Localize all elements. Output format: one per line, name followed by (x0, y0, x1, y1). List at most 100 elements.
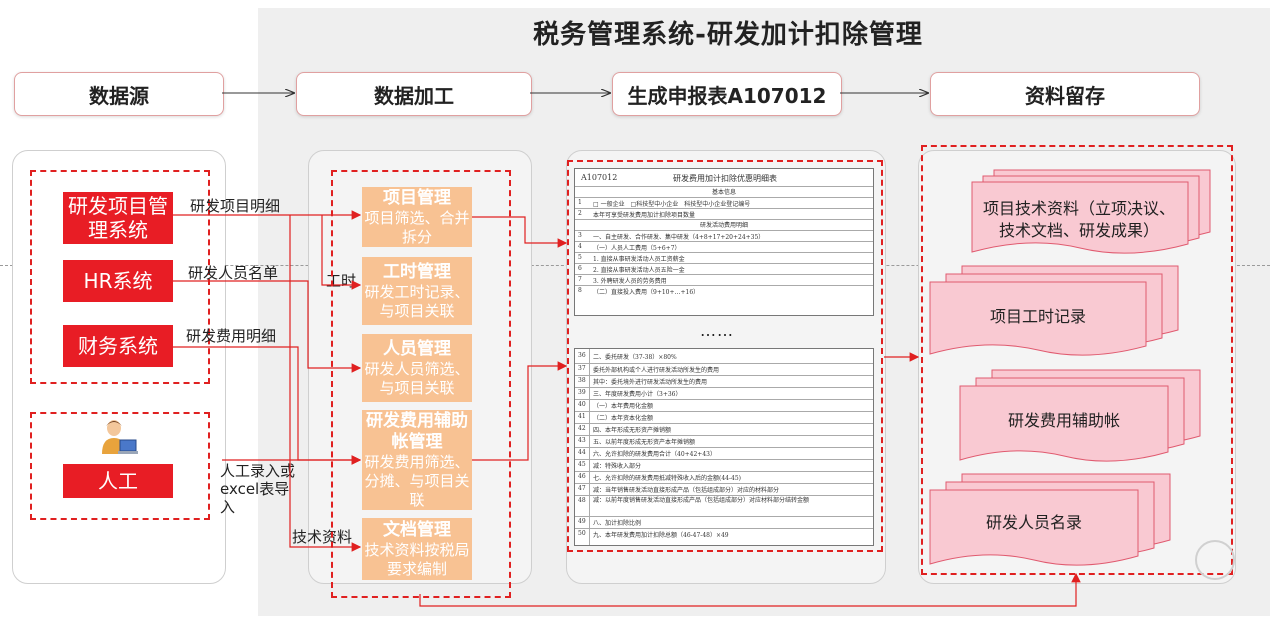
label-manual-import: 人工录入或excel表导入 (220, 462, 296, 516)
form-row: 6 2. 直接从事研发活动人员五险一金 (575, 263, 873, 275)
form-row: 38 其中：委托境外进行研发活动所发生的费用 (575, 375, 873, 387)
form-ellipsis: …… (700, 321, 734, 340)
row-text: （一）本年费用化金额 (593, 403, 654, 410)
form-top: A107012 研发费用加计扣除优惠明细表 基本信息 1□ 一般企业 □科技型中… (574, 168, 874, 316)
row-num: 5 (578, 254, 582, 261)
row-num: 4 (578, 243, 582, 250)
module-docs-title: 文档管理 (383, 519, 451, 540)
archive-doc-fees: 研发费用辅助帐 (1007, 411, 1120, 430)
row-text: 减：特殊收入部分 (593, 463, 642, 470)
row-num: 7 (578, 276, 582, 283)
row-text: 2. 直接从事研发活动人员五险一金 (593, 267, 685, 274)
watermark-logo (1170, 540, 1260, 582)
form-section-basic-label: 基本信息 (711, 189, 736, 196)
module-project-title: 项目管理 (383, 187, 451, 208)
module-fees: 研发费用辅助帐管理 研发费用筛选、分摊、与项目关联 (362, 410, 472, 510)
form-row: 3 一、自主研发、合作研发、集中研发（4+8+17+20+24+35） (575, 230, 873, 242)
label-tech-docs: 技术资料 (292, 528, 353, 546)
row-num: 44 (578, 449, 586, 456)
row-text: 委托外部机构或个人进行研发活动所发生的费用 (593, 367, 720, 374)
stage-process: 数据加工 (296, 72, 532, 116)
row-num: 8 (578, 287, 582, 294)
finance-system: 财务系统 (63, 325, 173, 367)
row-num: 50 (578, 530, 586, 537)
row-text: （二）直接投入费用（9+10+…+16） (593, 289, 700, 296)
row-num: 45 (578, 461, 586, 468)
form-row: 44 六、允许扣除的研发费用合计（40+42+43） (575, 447, 873, 459)
label-hr-detail: 研发人员名单 (188, 264, 279, 282)
row-num: 39 (578, 389, 586, 396)
row-text: 本年可享受研发费用加计扣除项目数量 (593, 212, 696, 219)
row-text: 五、以前年度形成无形资产本年摊销额 (593, 439, 696, 446)
archive-doc-hours: 项目工时记录 (989, 307, 1086, 326)
module-hours-desc: 研发工时记录、与项目关联 (364, 282, 470, 320)
systems-group (30, 170, 210, 384)
row-text: 3. 外聘研发人员的劳务费用 (593, 278, 667, 285)
row-num: 46 (578, 473, 586, 480)
row-num: 6 (578, 265, 582, 272)
form-row: 4（一）人员人工费用（5+6+7） (575, 241, 873, 253)
row-num: 3 (578, 232, 582, 239)
watermark-circle-icon (1195, 540, 1235, 580)
form-section-detail: 研发活动费用明细 (575, 219, 873, 231)
form-row: 45 减：特殊收入部分 (575, 459, 873, 471)
page-title: 税务管理系统-研发加计扣除管理 (533, 20, 923, 50)
module-hours-title: 工时管理 (383, 261, 451, 282)
archive-doc-tech: 项目技术资料（立项决议、技术文档、研发成果） (982, 199, 1175, 240)
row-text: □ 一般企业 □科技型中小企业 科技型中小企业登记编号 (593, 201, 751, 208)
form-row: 41 （二）本年资本化金额 (575, 411, 873, 423)
row-num: 49 (578, 518, 586, 525)
person-computer-icon (96, 418, 140, 458)
module-docs-desc: 技术资料按税局要求编制 (364, 540, 470, 578)
row-text: 六、允许扣除的研发费用合计（40+42+43） (593, 451, 716, 458)
module-staff-desc: 研发人员筛选、与项目关联 (364, 359, 470, 397)
form-row: 46 七、允许扣除的研发费用抵减特殊收入后的金额(44-45) (575, 471, 873, 483)
module-fees-desc: 研发费用筛选、分摊、与项目关联 (364, 452, 470, 509)
row-text: （二）本年资本化金额 (593, 415, 654, 422)
module-staff: 人员管理 研发人员筛选、与项目关联 (362, 334, 472, 402)
module-project: 项目管理 项目筛选、合并拆分 (362, 187, 472, 247)
row-text: 一、自主研发、合作研发、集中研发（4+8+17+20+24+35） (593, 234, 765, 241)
module-docs: 文档管理 技术资料按税局要求编制 (362, 518, 472, 580)
form-row: 47 减：当年销售研发活动直接形成产品（包括组成部分）对应的材料部分 (575, 483, 873, 495)
row-text: 八、加计扣除比例 (593, 520, 642, 527)
manual-group (30, 412, 210, 520)
module-hours: 工时管理 研发工时记录、与项目关联 (362, 257, 472, 325)
row-num: 47 (578, 485, 586, 492)
label-rd-detail: 研发项目明细 (190, 197, 281, 215)
form-row: 5 1. 直接从事研发活动人员工资薪金 (575, 252, 873, 264)
form-row: 40（一）本年费用化金额 (575, 399, 873, 411)
row-text: 1. 直接从事研发活动人员工资薪金 (593, 256, 685, 263)
row-text: 减：当年销售研发活动直接形成产品（包括组成部分）对应的材料部分 (593, 487, 780, 494)
row-num: 41 (578, 413, 586, 420)
rd-project-system: 研发项目管理系统 (63, 192, 173, 244)
stage-report: 生成申报表A107012 (612, 72, 842, 116)
form-section-detail-label: 研发活动费用明细 (699, 222, 748, 229)
row-text: 其中：委托境外进行研发活动所发生的费用 (593, 379, 708, 386)
label-fee-detail: 研发费用明细 (186, 327, 277, 345)
manual-source: 人工 (63, 464, 173, 498)
module-project-desc: 项目筛选、合并拆分 (364, 208, 470, 246)
form-row: 2 本年可享受研发费用加计扣除项目数量 (575, 208, 873, 220)
module-fees-title: 研发费用辅助帐管理 (366, 410, 468, 452)
form-row: 49 八、加计扣除比例 (575, 516, 873, 528)
stage-archive: 资料留存 (930, 72, 1200, 116)
row-num: 2 (578, 210, 582, 217)
row-text: 四、本年形成无形资产摊销额 (593, 427, 672, 434)
report-group (567, 160, 883, 552)
hr-system: HR系统 (63, 260, 173, 302)
row-num: 48 (578, 497, 586, 504)
stage-source: 数据源 (14, 72, 224, 116)
row-text: 九、本年研发费用加计扣除总额（46-47-48）×49 (593, 532, 729, 539)
process-group (331, 170, 511, 598)
row-num: 38 (578, 377, 586, 384)
row-text: 七、允许扣除的研发费用抵减特殊收入后的金额(44-45) (593, 475, 741, 482)
